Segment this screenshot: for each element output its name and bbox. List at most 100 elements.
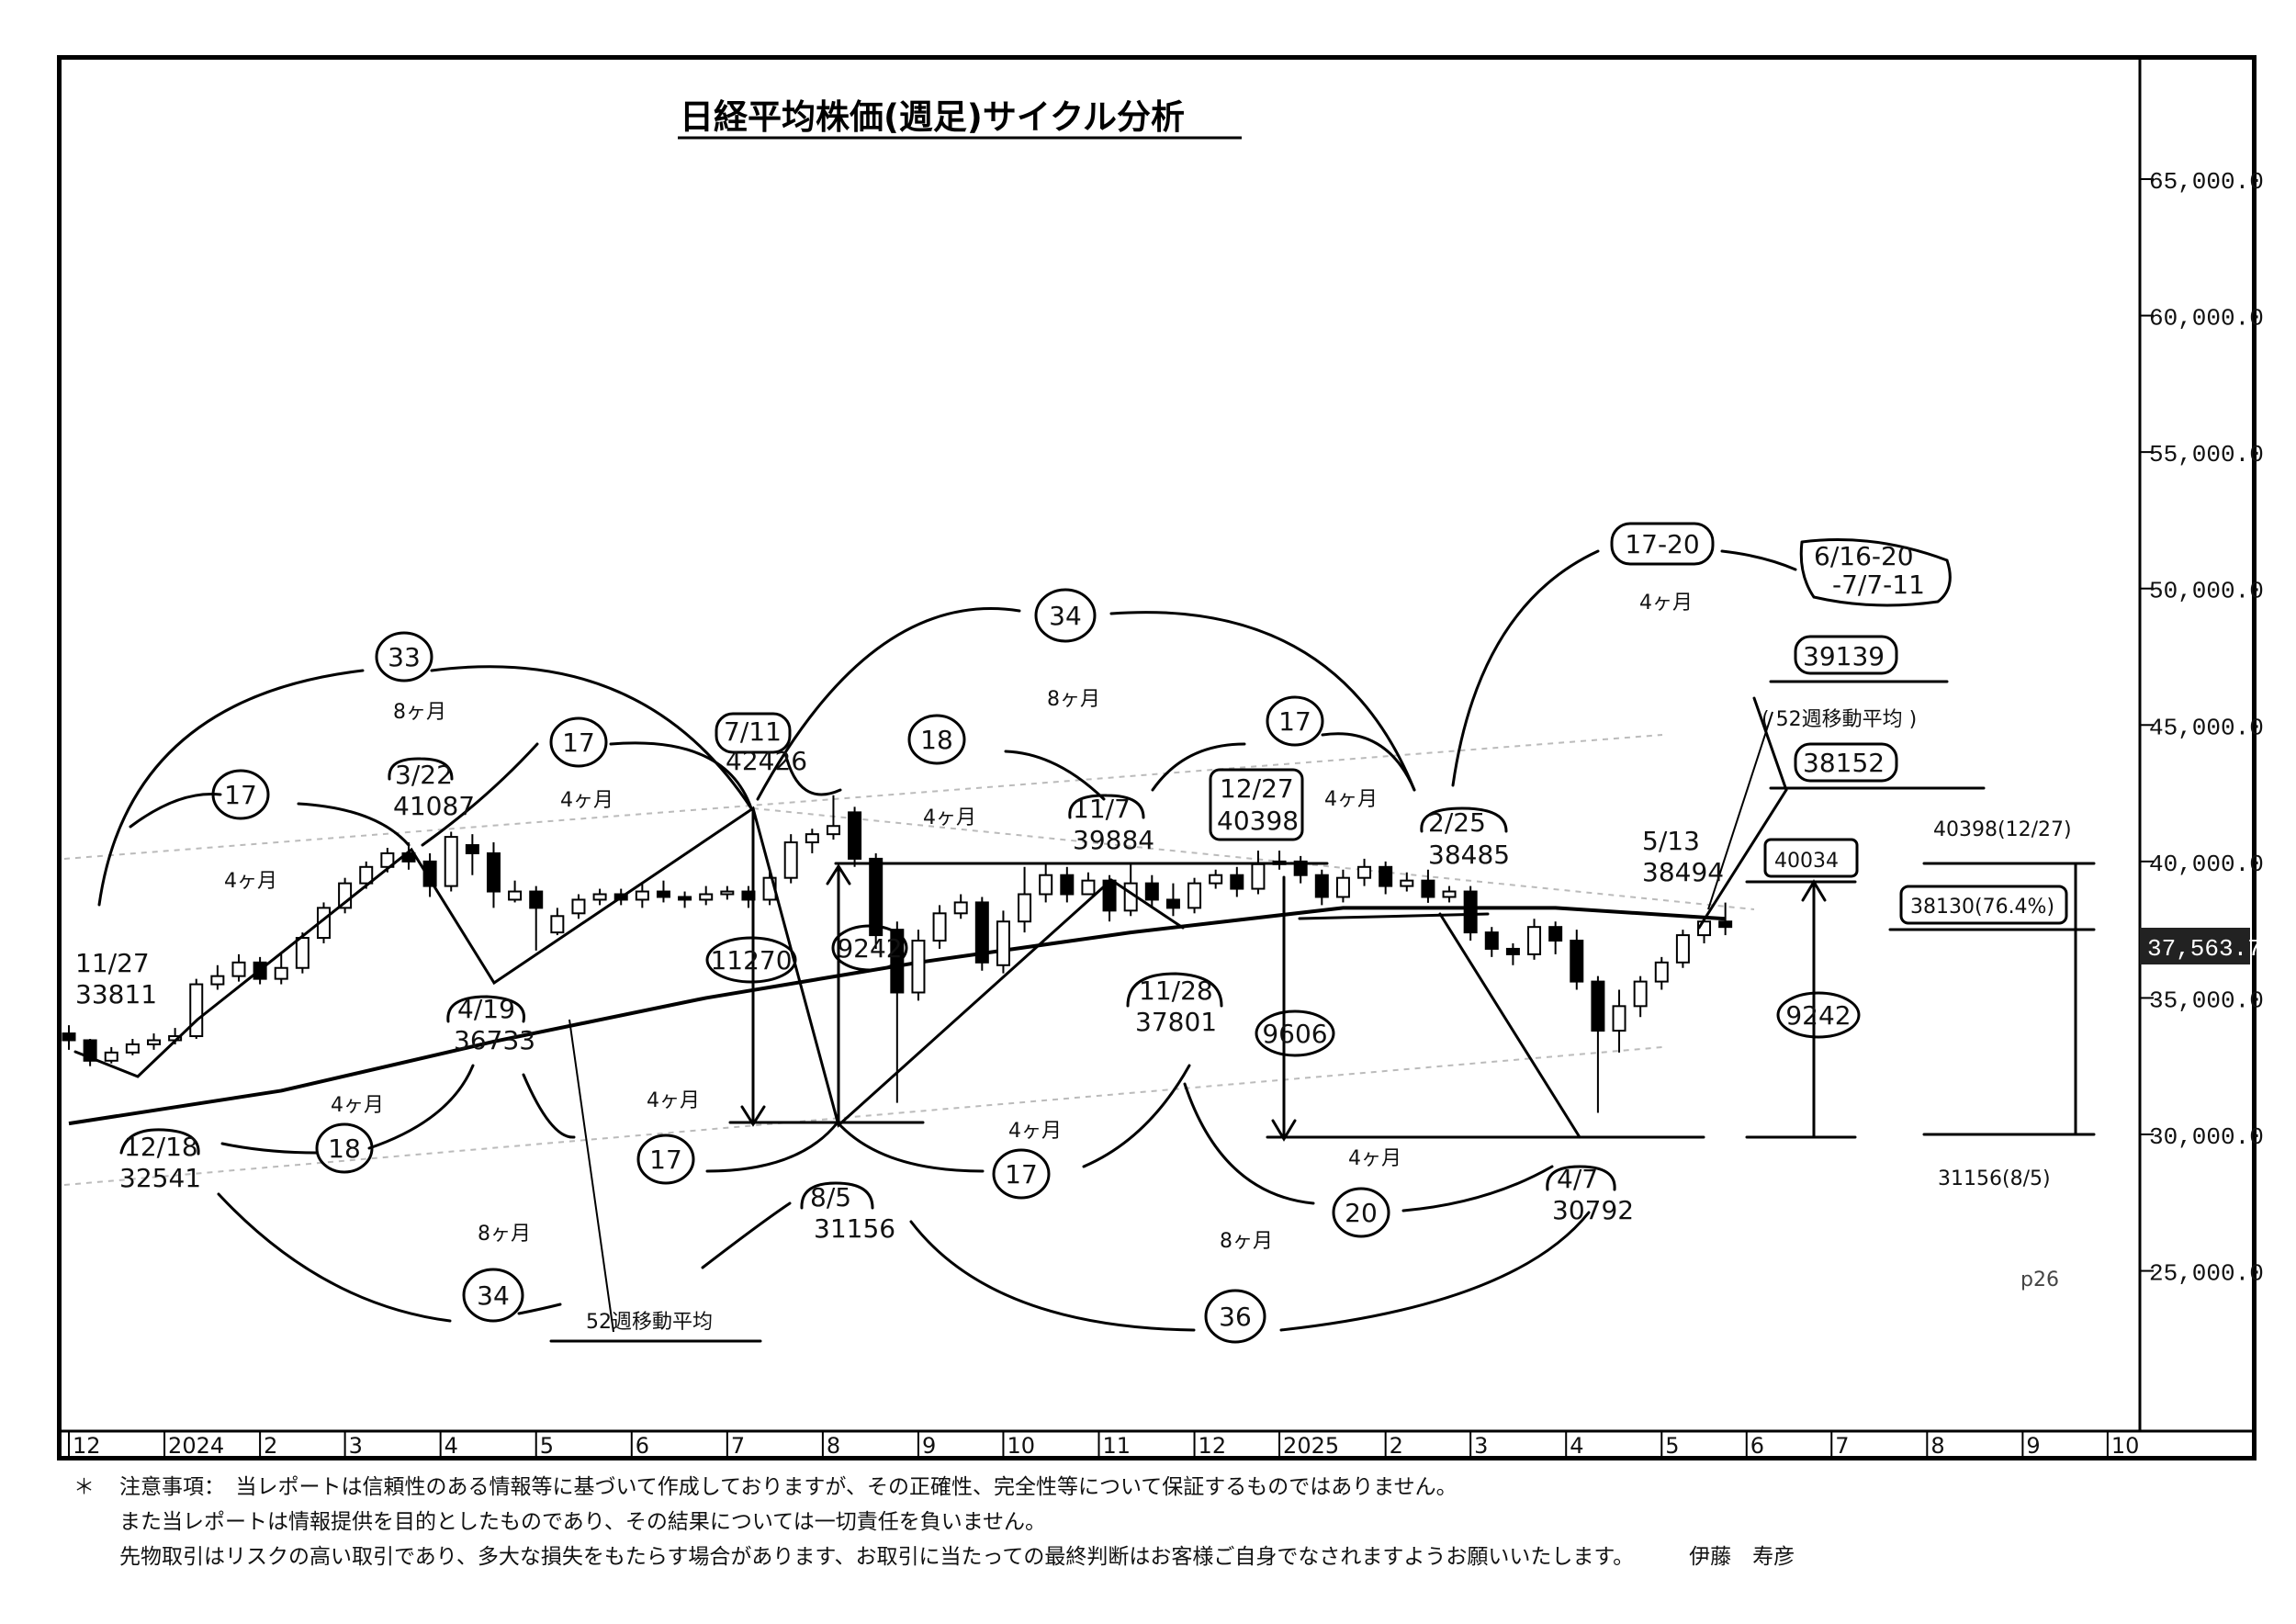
y-tick-label: 40,000.0 — [2149, 851, 2264, 878]
ref-high: 40398(12/27) — [1933, 818, 2072, 841]
candle-up — [826, 825, 840, 836]
window-line-2: -7/7-11 — [1832, 570, 1925, 600]
x-tick-label: 8 — [1930, 1433, 1944, 1459]
current-price-tag — [2140, 928, 2250, 964]
x-tick-label: 8 — [827, 1433, 840, 1459]
month-labels: 8ヶ月 4ヶ月 4ヶ月 8ヶ月 4ヶ月 4ヶ月 4ヶ月 4ヶ月 4ヶ月 8ヶ月 … — [224, 592, 1693, 1253]
candle-up — [444, 836, 458, 887]
date-11-28: 11/28 — [1139, 976, 1213, 1006]
cycle-18-a: 18 — [920, 725, 953, 755]
ref-low: 31156(8/5) — [1938, 1167, 2051, 1190]
x-tick-label: 2025 — [1283, 1433, 1339, 1459]
x-tick-label: 9 — [2026, 1433, 2040, 1459]
x-tick-label: 7 — [1835, 1433, 1849, 1459]
x-tick-label: 12 — [1199, 1433, 1227, 1459]
target-labels: 6/16-20 -7/7-11 39139 ( 52週移動平均 ) 38152 … — [1761, 538, 2072, 1190]
lower-trend-guide — [63, 1046, 1663, 1186]
candle-down — [1505, 947, 1520, 955]
duration-8m-a: 8ヶ月 — [393, 701, 446, 724]
cycle-34-b: 34 — [477, 1280, 510, 1311]
candle-down — [1463, 890, 1478, 934]
x-tick-label: 5 — [1665, 1433, 1679, 1459]
y-tick-label: 55,000.0 — [2149, 441, 2264, 468]
date-11-7: 11/7 — [1073, 794, 1131, 824]
note-line-1: 注意事項： 当レポートは信頼性のある情報等に基づいて作成しておりますが、その正確… — [119, 1475, 1458, 1499]
candle-up — [1187, 882, 1202, 909]
date-5-13: 5/13 — [1642, 826, 1700, 856]
candle-up — [911, 940, 926, 994]
candle-down — [1421, 879, 1435, 898]
range-9242-a: 9242 — [837, 933, 902, 964]
cycle-17-20: 17-20 — [1625, 529, 1699, 559]
candle-up — [1018, 893, 1032, 923]
range-11270: 11270 — [710, 945, 792, 976]
price-33811: 33811 — [75, 979, 157, 1009]
duration-8m-d: 8ヶ月 — [1220, 1230, 1273, 1253]
x-tick-label: 5 — [540, 1433, 554, 1459]
y-tick-label: 50,000.0 — [2149, 578, 2264, 605]
candle-up — [1335, 876, 1350, 898]
duration-4m-e: 4ヶ月 — [331, 1094, 384, 1117]
cycle-20: 20 — [1345, 1198, 1378, 1228]
candle-up — [1400, 879, 1414, 887]
duration-4m-f: 4ヶ月 — [647, 1089, 700, 1112]
duration-4m-d: 4ヶ月 — [1324, 788, 1378, 811]
author-name: 伊藤 寿彦 — [1689, 1545, 1795, 1569]
y-tick-label: 25,000.0 — [2149, 1260, 2264, 1288]
candle-up — [359, 865, 374, 885]
y-tick-label: 35,000.0 — [2149, 987, 2264, 1014]
candle-up — [699, 893, 714, 901]
x-tick-label: 2 — [264, 1433, 277, 1459]
price-41087: 41087 — [393, 791, 475, 821]
candle-up — [592, 893, 607, 901]
cycle-17-e: 17 — [1005, 1159, 1038, 1190]
candle-up — [508, 890, 523, 901]
candle-up — [231, 961, 246, 977]
date-2-25: 2/25 — [1428, 807, 1486, 838]
duration-4m-h: 4ヶ月 — [1348, 1147, 1401, 1170]
candle-up — [295, 937, 310, 969]
cycle-17-c: 17 — [1278, 706, 1311, 737]
x-tick-label: 2 — [1390, 1433, 1403, 1459]
note-line-2: また当レポートは情報提供を目的としたものであり、その結果については一切責任を負い… — [119, 1510, 1047, 1534]
duration-4m-i: 4ヶ月 — [1639, 592, 1693, 615]
candle-down — [1293, 860, 1308, 876]
x-tick-label: 3 — [1474, 1433, 1488, 1459]
cycle-34-a: 34 — [1049, 601, 1082, 631]
date-12-18: 12/18 — [124, 1132, 198, 1162]
candle-down — [974, 901, 989, 964]
price-30792: 30792 — [1552, 1195, 1634, 1225]
y-tick-label: 65,000.0 — [2149, 168, 2264, 196]
range-labels: 11270 9242 9606 9242 — [705, 924, 1861, 1057]
price-42426: 42426 — [726, 746, 807, 776]
candle-up — [1209, 874, 1223, 885]
candle-up — [1612, 1005, 1626, 1032]
candle-down — [62, 1032, 76, 1042]
candle-down — [656, 890, 670, 898]
candle-up — [953, 901, 968, 915]
candle-up — [1527, 926, 1542, 955]
price-39884: 39884 — [1073, 825, 1154, 855]
window-line-1: 6/16-20 — [1814, 541, 1914, 571]
x-tick-label: 6 — [1750, 1433, 1764, 1459]
date-4-19: 4/19 — [457, 994, 515, 1024]
x-tick-label: 4 — [1570, 1433, 1583, 1459]
candle-up — [146, 1039, 161, 1045]
price-37801: 37801 — [1135, 1007, 1217, 1037]
duration-4m-a: 4ヶ月 — [224, 870, 277, 893]
y-tick-label: 45,000.0 — [2149, 714, 2264, 741]
candle-up — [380, 851, 395, 868]
candle-down — [1144, 882, 1159, 901]
candle-down — [1165, 898, 1180, 909]
candle-down — [1314, 874, 1329, 898]
candle-down — [848, 811, 862, 860]
candle-up — [1633, 980, 1648, 1008]
ma-label: 52週移動平均 — [586, 1311, 713, 1334]
date-7-11: 7/11 — [724, 716, 782, 747]
swing-lines — [73, 696, 1788, 1139]
candle-down — [1718, 920, 1733, 929]
candle-up — [805, 833, 819, 844]
cycle-36: 36 — [1219, 1302, 1252, 1332]
date-12-27: 12/27 — [1220, 773, 1294, 804]
